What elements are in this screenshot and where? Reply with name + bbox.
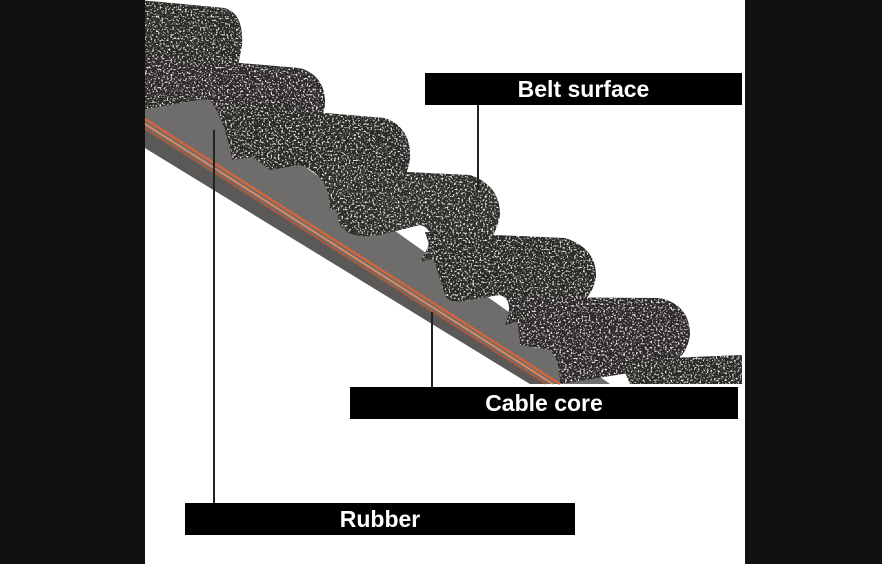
label-belt-surface: Belt surface [425,73,742,105]
rubber-back [145,92,610,384]
rubber-back-edge [145,130,545,384]
label-rubber: Rubber [185,503,575,535]
belt-surface-leader [477,105,479,190]
belt-tooth [620,355,742,384]
cable-core-leader [431,312,433,387]
label-cable-core: Cable core [350,387,738,419]
belt-teeth [145,0,742,384]
rubber-leader [213,130,215,503]
